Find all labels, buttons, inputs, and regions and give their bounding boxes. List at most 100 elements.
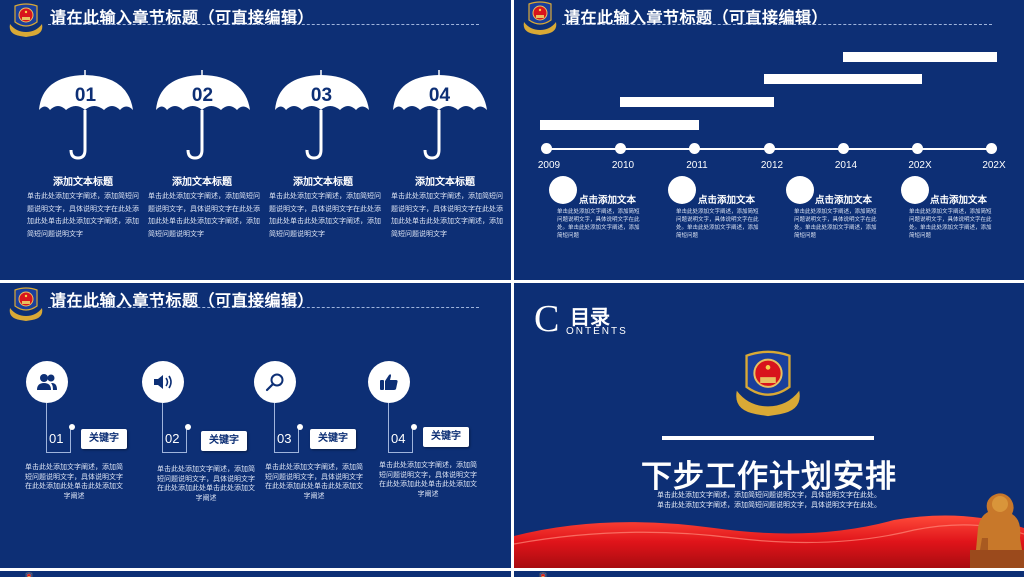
item-desc[interactable]: 单击此处添加文字阐述，添加简短问题说明文字，具体说明文字在此处添加此处单击此处添… <box>27 192 139 238</box>
item-title[interactable]: 点击添加文本 <box>579 195 637 206</box>
connector-line <box>274 403 275 453</box>
search-icon[interactable] <box>254 361 296 403</box>
timeline-circle <box>549 176 577 204</box>
item-desc[interactable]: 单击此处添加文字阐述，添加简短问题说明文字，具体说明文字在此处。单击此处添加文字… <box>557 209 640 239</box>
timeline-year: 2010 <box>611 160 635 171</box>
keyword-tag[interactable]: 关键字 <box>310 429 356 449</box>
slide-keywords[interactable]: 请在此输入章节标题（可直接编辑） 01 关键字 单击此处添加文字阐述，添加简短问… <box>0 283 511 568</box>
keyword-tag[interactable]: 关键字 <box>81 429 127 449</box>
slide-umbrella[interactable]: 请在此输入章节标题（可直接编辑） 01 添加文本标题 单击此处添加文字阐述，添加… <box>0 0 511 280</box>
number-frame <box>388 427 413 453</box>
slide-header: 请在此输入章节标题（可直接编辑） <box>514 0 1024 40</box>
timeline-circle <box>786 176 814 204</box>
timeline-dot <box>764 143 775 154</box>
police-emblem-icon <box>532 571 554 577</box>
item-number: 03 <box>310 85 333 106</box>
contents-subtitle: ONTENTS <box>566 326 628 337</box>
timeline-dot <box>689 143 700 154</box>
umbrella-item-3[interactable]: 03 <box>274 70 374 162</box>
umbrella-icon <box>156 70 250 160</box>
timeline-dot <box>912 143 923 154</box>
umbrella-item-1[interactable]: 01 <box>38 70 138 162</box>
timeline-bar-3[interactable] <box>764 74 922 84</box>
item-desc[interactable]: 单击此处添加文字阐述，添加简短问题说明文字，具体说明文字在此处添加此处单击此处添… <box>379 461 477 498</box>
connector-dot <box>185 424 191 430</box>
connector-dot <box>297 424 303 430</box>
item-desc[interactable]: 单击此处添加文字阐述，添加简短问题说明文字，具体说明文字在此处添加此处单击此处添… <box>157 465 255 502</box>
timeline-dot <box>838 143 849 154</box>
keyword-tag[interactable]: 关键字 <box>201 431 247 451</box>
timeline-year: 2014 <box>834 160 858 171</box>
timeline-circle <box>901 176 929 204</box>
timeline-bar-4[interactable] <box>843 52 997 62</box>
contents-title: 目录 <box>570 305 610 329</box>
item-desc[interactable]: 单击此处添加文字阐述，添加简短问题说明文字，具体说明文字在此处。单击此处添加文字… <box>794 209 877 239</box>
umbrella-item-4[interactable]: 04 <box>392 70 492 162</box>
item-desc[interactable]: 单击此处添加文字阐述，添加简短问题说明文字，具体说明文字在此处添加此处单击此处添… <box>148 192 260 238</box>
item-desc[interactable]: 单击此处添加文字阐述，添加简短问题说明文字，具体说明文字在此处添加此处单击此处添… <box>265 463 363 500</box>
item-number: 03 <box>277 431 292 446</box>
speaker-icon[interactable] <box>142 361 184 403</box>
umbrella-item-2[interactable]: 02 <box>155 70 255 162</box>
timeline-dot <box>541 143 552 154</box>
keyword-tag[interactable]: 关键字 <box>423 427 469 447</box>
stone-lion-decoration <box>970 493 1024 568</box>
umbrella-icon <box>393 70 487 160</box>
timeline-year: 202X <box>982 160 1006 171</box>
slide-header: 请在此输入章节标题（可直接编辑） <box>0 0 511 40</box>
item-number: 02 <box>165 431 180 446</box>
slide-partial-6[interactable] <box>514 571 1024 577</box>
timeline-dot <box>986 143 997 154</box>
red-ribbon-decoration <box>514 515 1024 568</box>
police-emblem-icon <box>729 341 807 425</box>
item-title[interactable]: 点击添加文本 <box>698 195 756 206</box>
timeline-circle <box>668 176 696 204</box>
item-number: 02 <box>191 85 214 106</box>
timeline-year: 2009 <box>537 160 561 171</box>
title-rule <box>662 436 874 440</box>
item-number: 01 <box>49 431 64 446</box>
item-desc[interactable]: 单击此处添加文字阐述，添加简短问题说明文字，具体说明文字在此处。单击此处添加文字… <box>909 209 992 239</box>
number-frame <box>46 427 71 453</box>
header-divider <box>48 24 479 25</box>
timeline-year: 202X <box>908 160 932 171</box>
item-desc[interactable]: 单击此处添加文字阐述，添加简短问题说明文字，具体说明文字在此处添加此处单击此处添… <box>25 463 123 500</box>
item-number: 04 <box>391 431 406 446</box>
section-title[interactable]: 请在此输入章节标题（可直接编辑） <box>50 291 315 310</box>
connector-line <box>388 403 389 453</box>
item-number: 01 <box>74 85 97 106</box>
item-title[interactable]: 点击添加文本 <box>930 195 988 206</box>
timeline-bar-1[interactable] <box>540 120 699 130</box>
item-title[interactable]: 添加文本标题 <box>415 177 475 188</box>
police-emblem-icon <box>520 0 560 36</box>
item-title[interactable]: 添加文本标题 <box>53 177 113 188</box>
police-emblem-icon <box>6 286 46 322</box>
item-desc[interactable]: 单击此处添加文字阐述，添加简短问题说明文字，具体说明文字在此处添加此处单击此处添… <box>269 192 381 238</box>
timeline-bar-2[interactable] <box>620 97 774 107</box>
slide-partial-5[interactable] <box>0 571 511 577</box>
umbrella-icon <box>275 70 369 160</box>
timeline-year: 2012 <box>760 160 784 171</box>
thumbs-up-icon[interactable] <box>368 361 410 403</box>
item-title[interactable]: 点击添加文本 <box>815 195 873 206</box>
slide-timeline[interactable]: 请在此输入章节标题（可直接编辑） 2009 2010 2011 2012 201… <box>514 0 1024 280</box>
umbrella-icon <box>39 70 133 160</box>
timeline-dot <box>615 143 626 154</box>
slide-header: 请在此输入章节标题（可直接编辑） <box>0 283 511 323</box>
item-desc[interactable]: 单击此处添加文字阐述，添加简短问题说明文字，具体说明文字在此处。单击此处添加文字… <box>676 209 759 239</box>
timeline-year: 2011 <box>686 160 708 171</box>
item-number: 04 <box>428 85 451 106</box>
section-title[interactable]: 请在此输入章节标题（可直接编辑） <box>564 8 829 27</box>
main-title[interactable]: 下步工作计划安排 <box>641 459 897 495</box>
item-title[interactable]: 添加文本标题 <box>172 177 232 188</box>
police-emblem-icon <box>6 2 46 38</box>
item-desc[interactable]: 单击此处添加文字阐述，添加简短问题说明文字，具体说明文字在此处添加此处单击此处添… <box>391 192 503 238</box>
contents-letter: C <box>534 298 560 340</box>
section-title[interactable]: 请在此输入章节标题（可直接编辑） <box>50 8 315 27</box>
users-icon[interactable] <box>26 361 68 403</box>
slide-contents[interactable]: C 目录 ONTENTS 下步工作计划安排 单击此处添加文字阐述，添加简短问题说… <box>514 283 1024 568</box>
connector-dot <box>69 424 75 430</box>
number-frame <box>162 427 187 453</box>
main-desc[interactable]: 单击此处添加文字阐述，添加简短问题说明文字，具体说明文字在此处。单击此处添加文字… <box>657 491 881 509</box>
item-title[interactable]: 添加文本标题 <box>293 177 353 188</box>
